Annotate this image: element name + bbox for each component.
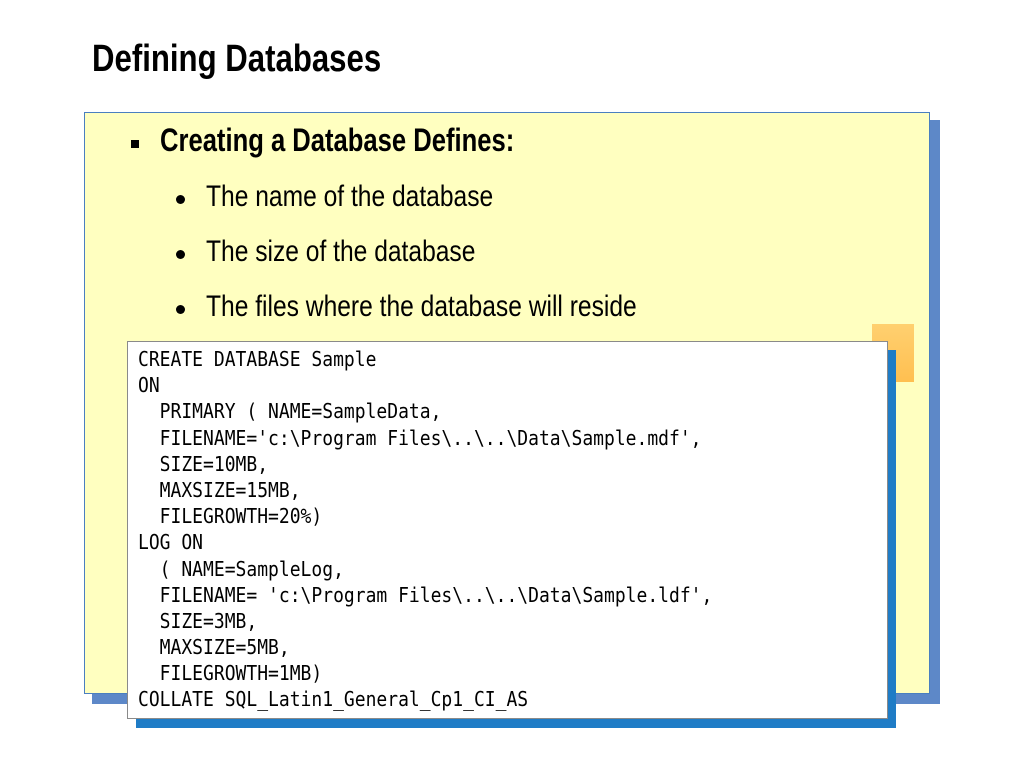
round-bullet-icon xyxy=(176,305,185,314)
code-line: PRIMARY ( NAME=SampleData, xyxy=(138,399,442,424)
code-line: LOG ON xyxy=(138,530,204,555)
code-line: COLLATE SQL_Latin1_General_Cp1_CI_AS xyxy=(138,687,529,712)
code-block: CREATE DATABASE Sample ON PRIMARY ( NAME… xyxy=(138,346,776,713)
code-line: FILEGROWTH=20%) xyxy=(138,504,323,529)
round-bullet-icon xyxy=(176,195,185,204)
sub-bullet-files: The files where the database will reside xyxy=(206,290,637,323)
slide-title: Defining Databases xyxy=(92,38,382,80)
code-line: SIZE=10MB, xyxy=(138,451,269,476)
code-line: MAXSIZE=5MB, xyxy=(138,635,290,660)
sub-bullet-size: The size of the database xyxy=(206,235,476,268)
code-line: ON xyxy=(138,373,160,398)
code-line: FILEGROWTH=1MB) xyxy=(138,661,323,686)
code-line: SIZE=3MB, xyxy=(138,608,258,633)
bullet-heading: Creating a Database Defines: xyxy=(160,122,515,158)
round-bullet-icon xyxy=(176,250,185,259)
code-line: CREATE DATABASE Sample xyxy=(138,347,377,371)
code-line: MAXSIZE=15MB, xyxy=(138,477,301,502)
code-line: FILENAME='c:\Program Files\..\..\Data\Sa… xyxy=(138,425,702,450)
square-bullet-icon xyxy=(131,140,139,148)
code-line: ( NAME=SampleLog, xyxy=(138,556,344,581)
code-box xyxy=(127,341,888,719)
sub-bullet-name: The name of the database xyxy=(206,180,494,213)
code-line: FILENAME= 'c:\Program Files\..\..\Data\S… xyxy=(138,582,713,607)
